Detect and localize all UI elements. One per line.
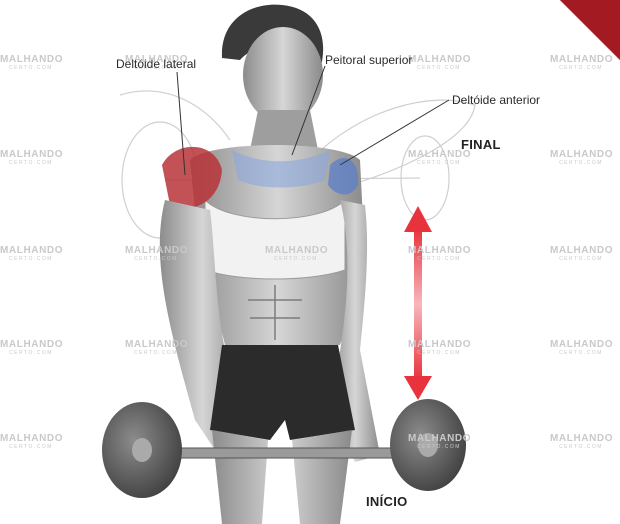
label-peitoral-superior: Peitoral superior [325, 53, 413, 67]
shorts [210, 345, 355, 440]
abs [248, 285, 302, 340]
head [243, 27, 323, 123]
label-deltoide-anterior: Deltóide anterior [452, 93, 541, 107]
movement-arrow [404, 206, 432, 400]
anterior-deltoid-highlight [328, 157, 359, 195]
legs [212, 430, 352, 524]
sports-top [204, 198, 346, 280]
upper-pectoral-highlight [232, 150, 330, 188]
barbell [102, 399, 466, 498]
corner-badge [558, 0, 620, 62]
neck [250, 110, 318, 150]
phase-final-label: FINAL [461, 137, 501, 152]
label-deltoide-lateral: Deltóide lateral [116, 57, 197, 71]
label-leader-lines [176, 65, 450, 176]
lateral-deltoid-highlight [162, 146, 222, 209]
phase-inicio-label: INÍCIO [366, 494, 408, 509]
